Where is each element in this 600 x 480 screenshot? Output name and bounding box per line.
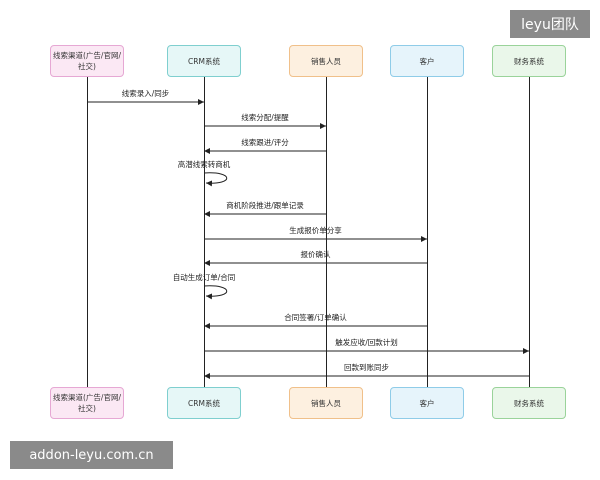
lifeline-crm xyxy=(204,77,205,387)
participant-crm-bottom: CRM系统 xyxy=(167,387,241,419)
participant-cust-top: 客户 xyxy=(390,45,464,77)
watermark-top: leyu团队 xyxy=(510,10,590,38)
message-label-8: 自动生成订单/合同 xyxy=(172,273,236,282)
participant-lead-top: 线索渠道(广告/官网/社交) xyxy=(50,45,124,77)
participant-lead-bottom: 线索渠道(广告/官网/社交) xyxy=(50,387,124,419)
message-label-5: 商机阶段推进/跟单记录 xyxy=(226,201,304,210)
participant-crm-top: CRM系统 xyxy=(167,45,241,77)
message-label-4: 高潜线索转商机 xyxy=(177,160,231,169)
message-label-10: 触发应收/回款计划 xyxy=(335,338,398,347)
participant-cust-bottom: 客户 xyxy=(390,387,464,419)
message-label-3: 线索跟进/评分 xyxy=(241,138,289,147)
lifeline-cust xyxy=(427,77,428,387)
lifeline-fin xyxy=(529,77,530,387)
message-label-7: 报价确认 xyxy=(300,250,331,259)
message-label-11: 回款到账同步 xyxy=(344,363,389,372)
watermark-bottom: addon-leyu.com.cn xyxy=(10,441,173,469)
participant-sales-bottom: 销售人员 xyxy=(289,387,363,419)
message-arrow-8 xyxy=(203,285,228,300)
message-label-6: 生成报价单分享 xyxy=(289,226,342,235)
participant-fin-bottom: 财务系统 xyxy=(492,387,566,419)
lifeline-lead xyxy=(87,77,88,387)
participant-sales-top: 销售人员 xyxy=(289,45,363,77)
lifeline-sales xyxy=(326,77,327,387)
message-label-1: 线索录入/同步 xyxy=(121,89,170,98)
message-label-2: 线索分配/提醒 xyxy=(241,113,289,122)
participant-fin-top: 财务系统 xyxy=(492,45,566,77)
message-arrow-4 xyxy=(203,172,228,187)
message-label-9: 合同签署/订单确认 xyxy=(284,313,347,322)
